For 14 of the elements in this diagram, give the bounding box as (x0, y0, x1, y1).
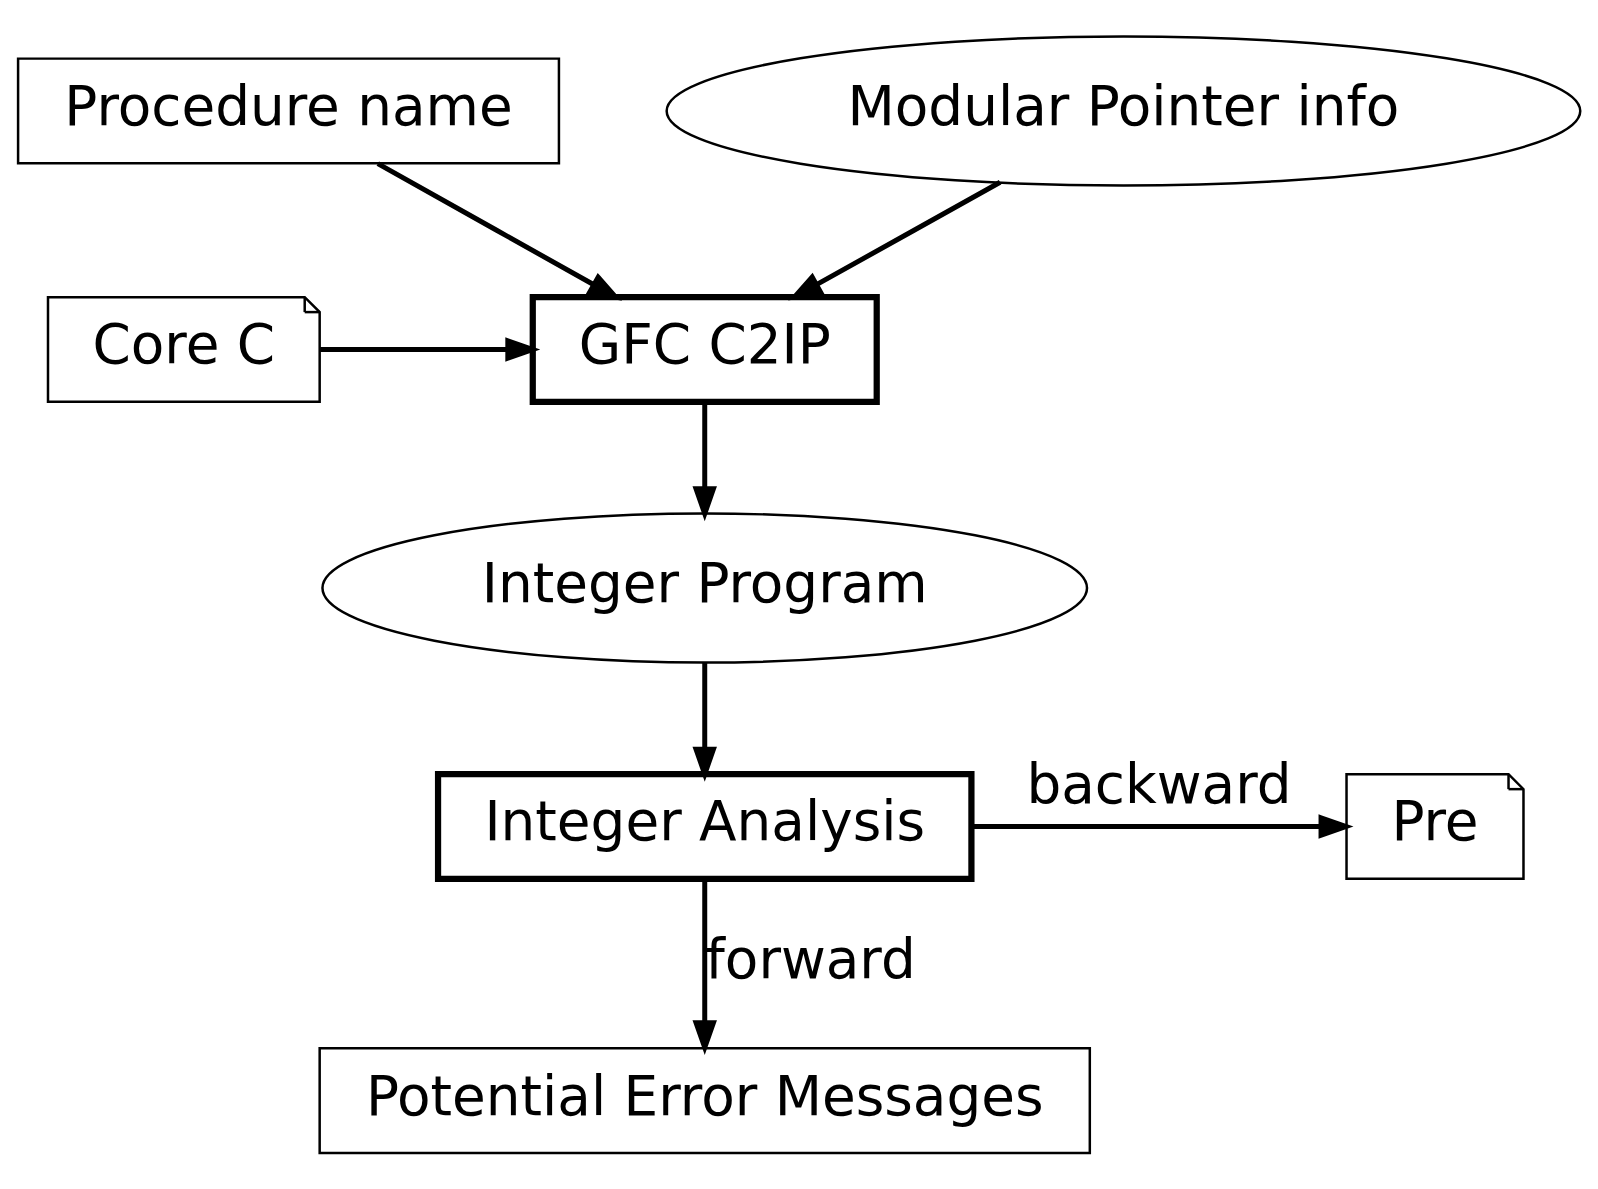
arrow (971, 813, 1354, 839)
arrow (376, 160, 623, 301)
arrow (692, 402, 717, 521)
node-box: Procedure name (16, 56, 561, 165)
node-ellipse: Modular Pointer info (665, 34, 1582, 187)
edge-label: forward (705, 926, 916, 991)
arrow (692, 662, 717, 782)
edge-label: backward (1026, 751, 1292, 816)
node-box: Integer Analysis (434, 770, 975, 882)
node-box: GFC C2IP (529, 293, 880, 405)
node-ellipse: Integer Program (321, 511, 1089, 664)
arrow (788, 179, 1002, 301)
node-box: Potential Error Messages (318, 1046, 1092, 1154)
arrow (320, 336, 541, 362)
